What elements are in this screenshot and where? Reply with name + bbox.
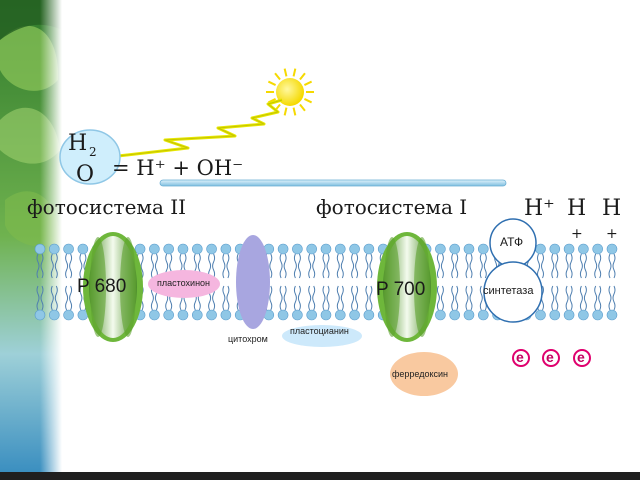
plastocyanin-blob — [282, 325, 362, 347]
water-dissociation-equation: = H⁺ + OH⁻ — [112, 156, 244, 180]
photosystem-2 — [83, 232, 143, 342]
ferredoxin-label: ферредоксин — [392, 369, 449, 379]
plastoquinone-label: пластохинон — [157, 278, 211, 288]
plastoquinone-blob — [148, 270, 220, 298]
ferredoxin-blob — [390, 352, 458, 396]
synthase-label: синтетаза — [483, 285, 534, 297]
atp-synthase — [483, 218, 543, 323]
light-ray — [117, 98, 283, 158]
atp-label: АТФ — [500, 235, 524, 249]
cytochrome-label: цитохром — [228, 334, 268, 344]
photosystem-2-title: фотосистема II — [27, 195, 187, 219]
sun-icon — [266, 68, 314, 116]
cytochrome-blob — [236, 235, 270, 329]
h2o-subscript: 2 — [89, 145, 97, 159]
electron-3-label: e — [577, 349, 585, 365]
p680-label: P 680 — [77, 276, 127, 297]
electron-2-label: e — [546, 349, 554, 365]
plastocyanin-label: пластоцианин — [290, 326, 349, 336]
photosystem-1 — [377, 232, 437, 342]
proton-2-plus: + — [571, 226, 583, 242]
proton-3-h: H — [602, 196, 622, 221]
photosystem-1-title: фотосистема I — [316, 195, 468, 219]
water-molecule — [59, 129, 121, 185]
h2o-h: H — [68, 131, 88, 156]
electrons — [512, 349, 591, 367]
h2o-o: O — [76, 162, 95, 187]
proton-2-h: H — [567, 196, 587, 221]
proton-1: H⁺ — [524, 196, 555, 221]
proton-3-plus: + — [606, 226, 618, 242]
electron-1-label: e — [516, 349, 524, 365]
p700-label: P 700 — [376, 279, 426, 300]
electron-transport-arrow — [159, 179, 507, 187]
leaf-background — [0, 0, 62, 472]
